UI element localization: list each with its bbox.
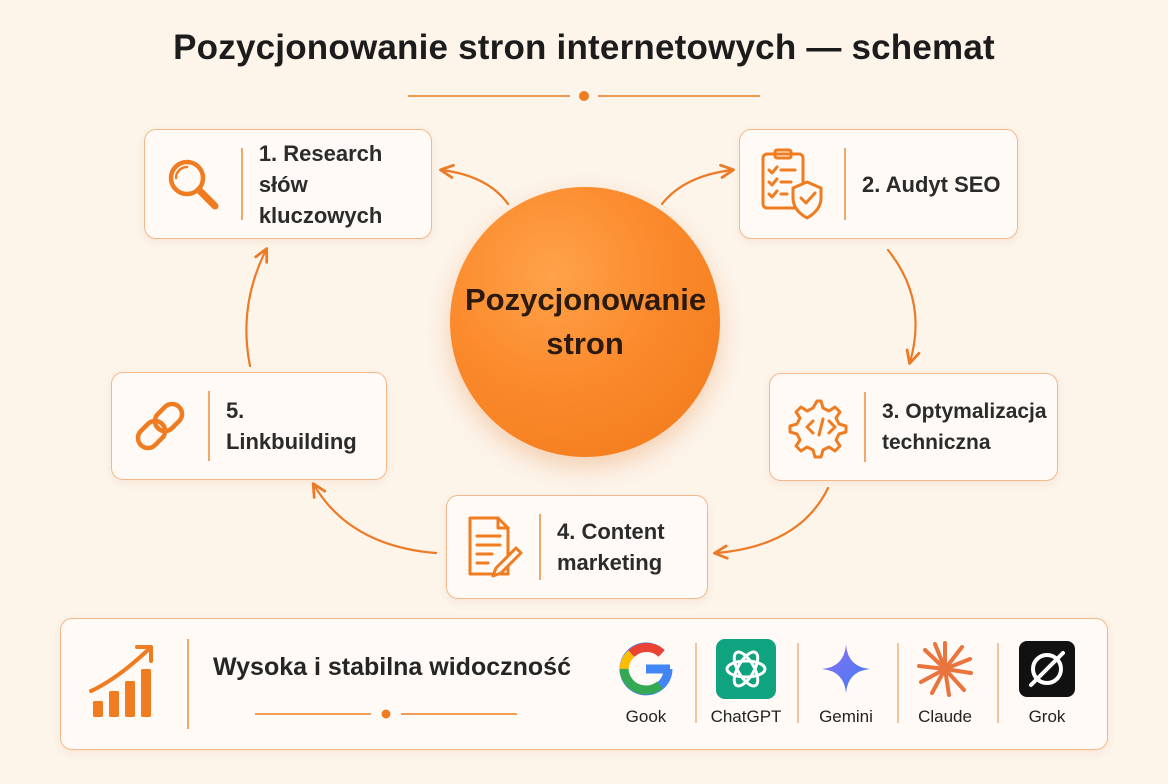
gemini-sparkle-icon xyxy=(822,645,870,693)
chain-link-icon xyxy=(112,395,208,457)
arrow-step2-to-step3 xyxy=(886,248,921,365)
ai-tool-claude: Claude xyxy=(897,639,993,739)
step-1-label: 1. Research słów kluczowych xyxy=(243,138,431,231)
ai-tool-chatgpt-label: ChatGPT xyxy=(710,707,782,726)
step-1-line1: 1. Research xyxy=(258,140,383,166)
ai-tool-grok: Grok xyxy=(999,639,1095,739)
arrow-step4-to-step5 xyxy=(311,482,438,555)
step-3-line2: techniczna xyxy=(882,431,991,454)
arrow-center-to-step2 xyxy=(660,163,735,206)
grok-slash-icon xyxy=(1019,641,1075,697)
step-1-card: 1. Research słów kluczowych xyxy=(144,129,432,239)
step-4-line2: marketing xyxy=(557,550,663,575)
step-5-divider xyxy=(208,391,210,461)
step-3-label: 3. Optymalizacja techniczna xyxy=(866,396,1057,458)
ai-divider-3 xyxy=(897,643,899,723)
arrow-step5-to-step1 xyxy=(245,247,269,368)
ai-tool-grok-label: Grok xyxy=(1028,707,1066,726)
chatgpt-knot-icon xyxy=(716,639,776,699)
step-2-card: 2. Audyt SEO xyxy=(739,129,1018,239)
step-4-divider xyxy=(539,514,541,580)
rising-bar-chart-icon xyxy=(89,645,153,717)
ai-divider-2 xyxy=(797,643,799,723)
ai-tool-gook-label: Gook xyxy=(625,707,667,726)
step-5-line1: 5. Linkbuilding xyxy=(225,398,357,454)
document-pencil-icon xyxy=(447,514,539,580)
step-4-label: 4. Content marketing xyxy=(541,516,675,578)
title-divider xyxy=(408,91,760,101)
outcome-underline xyxy=(255,709,517,719)
ai-divider-4 xyxy=(997,643,999,723)
center-hub-line2: stron xyxy=(546,326,624,361)
step-3-divider xyxy=(864,392,866,462)
center-hub-label: Pozycjonowanie stron xyxy=(465,278,707,366)
step-2-line1: 2. Audyt SEO xyxy=(862,171,1001,197)
arrow-step3-to-step4 xyxy=(713,486,830,560)
step-3-card: 3. Optymalizacja techniczna xyxy=(769,373,1058,481)
checklist-shield-icon xyxy=(740,148,844,220)
ai-divider-1 xyxy=(695,643,697,723)
step-2-label: 2. Audyt SEO xyxy=(846,169,1011,200)
step-4-card: 4. Content marketing xyxy=(446,495,708,599)
outcome-divider xyxy=(187,639,189,729)
google-g-icon xyxy=(619,642,673,696)
ai-tool-gook: Gook xyxy=(598,639,694,739)
center-hub-line1: Pozycjonowanie xyxy=(465,282,707,317)
step-5-card: 5. Linkbuilding xyxy=(111,372,387,480)
magnifier-icon xyxy=(145,153,241,215)
ai-tool-gemini-label: Gemini xyxy=(819,707,873,726)
step-4-line1: 4. Content xyxy=(557,519,665,544)
outcome-label: Wysoka i stabilna widoczność xyxy=(213,653,571,681)
claude-starburst-icon xyxy=(917,641,973,697)
step-2-divider xyxy=(844,148,846,220)
ai-tool-claude-label: Claude xyxy=(918,707,972,726)
step-1-line2: słów kluczowych xyxy=(258,171,383,228)
outcome-panel: Wysoka i stabilna widoczność Gook ChatGP… xyxy=(60,618,1108,750)
step-3-line1: 3. Optymalizacja xyxy=(882,400,1047,423)
center-hub: Pozycjonowanie stron xyxy=(450,187,720,457)
page-title: Pozycjonowanie stron internetowych — sch… xyxy=(173,28,995,67)
ai-tool-chatgpt: ChatGPT xyxy=(698,639,794,739)
ai-tool-gemini: Gemini xyxy=(798,639,894,739)
step-5-label: 5. Linkbuilding xyxy=(210,395,386,457)
arrow-center-to-step1 xyxy=(439,163,510,206)
step-1-divider xyxy=(241,148,243,220)
gear-code-icon xyxy=(770,395,864,459)
